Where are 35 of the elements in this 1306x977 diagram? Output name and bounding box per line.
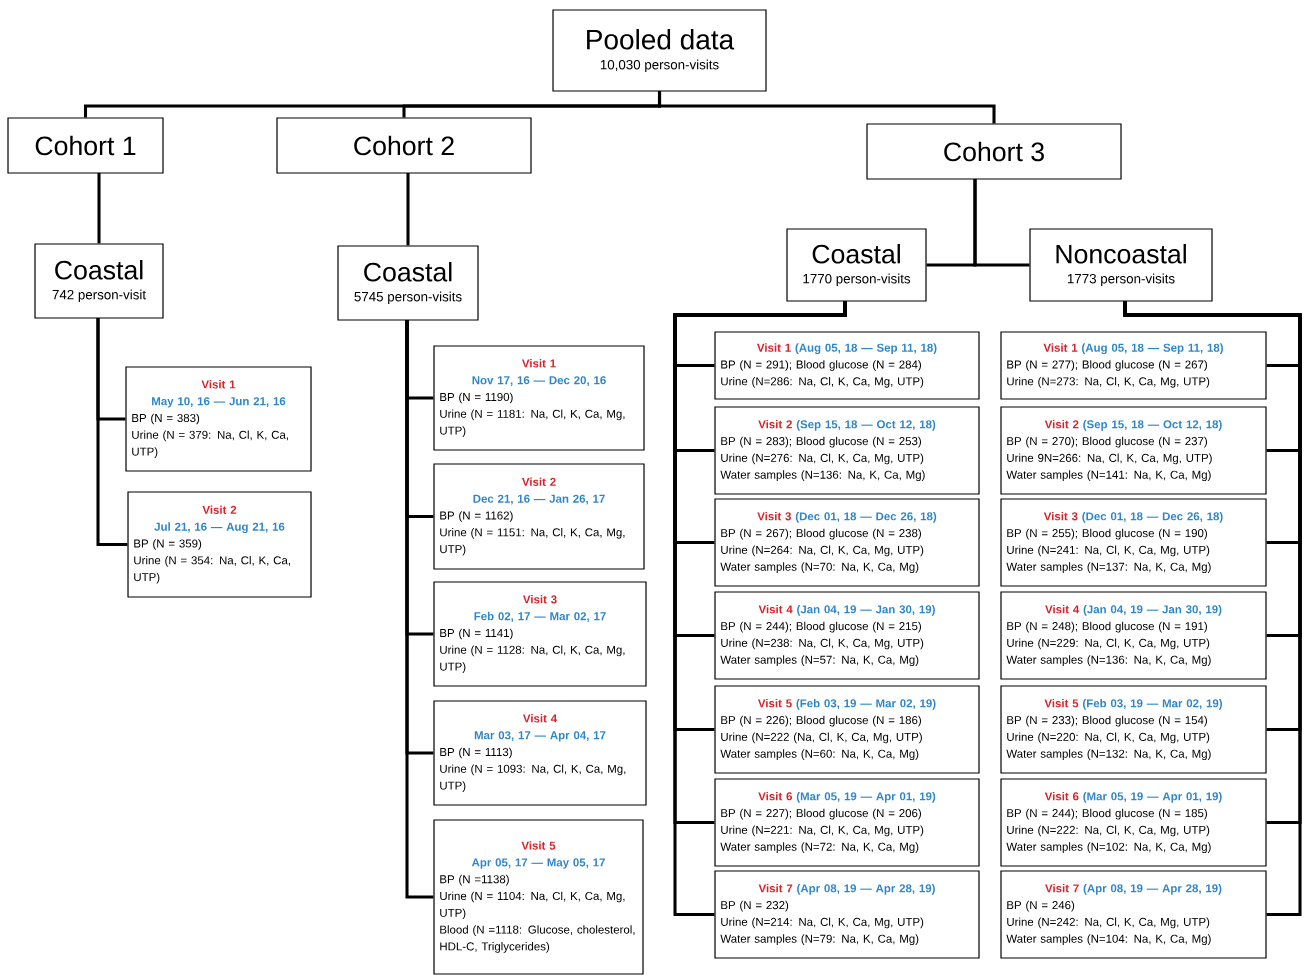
- connector-line: [406, 173, 410, 246]
- visit-box: Visit 3 (Dec 01, 18 — Dec 26, 18) BP (N = 255); Blood glucose (N = 190) Urine (N=241: Na, Cl, K, Ca, Mg, UTP) Water samples (N=137: Na, K, Ca, Mg): [1000, 498, 1267, 587]
- visit-box: Visit 4 Mar 03, 17 — Apr 04, 17 BP (N = 1113) Urine (N = 1093: Na, Cl, K, Ca, Mg, UTP): [433, 700, 647, 806]
- group-box: Cohort 1: [7, 117, 164, 174]
- visit-box: Visit 7 (Apr 08, 19 — Apr 28, 19) BP (N = 232) Urine (N=214: Na, Cl, K, Ca, Mg, UTP) Water samples (N=79: Na, K, Ca, Mg): [714, 870, 980, 959]
- visit-box: Visit 2 (Sep 15, 18 — Oct 12, 18) BP (N = 283); Blood glucose (N = 253) Urine (N=276: Na, Cl, K, Ca, Mg, UTP) Water samples (N=136: Na, K, Ca, Mg): [714, 406, 980, 495]
- visit-box: Visit 2 Dec 21, 16 — Jan 26, 17 BP (N = 1162) Urine (N = 1151: Na, Cl, K, Ca, Mg, UTP): [433, 463, 645, 570]
- visit-box: Visit 1 (Aug 05, 18 — Sep 11, 18) BP (N = 277); Blood glucose (N = 267) Urine (N=273: Na, Cl, K, Ca, Mg, UTP): [1000, 331, 1267, 400]
- group-box: Coastal 1770 person-visits: [786, 228, 927, 302]
- visit-box: Visit 4 (Jan 04, 19 — Jan 30, 19) BP (N = 248); Blood glucose (N = 191) Urine (N=229: Na, Cl, K, Ca, Mg, UTP) Water samples (N=136: Na, K, Ca, Mg): [1000, 591, 1267, 680]
- connector-line: [97, 173, 101, 244]
- visit-box: Visit 1 (Aug 05, 18 — Sep 11, 18) BP (N = 291); Blood glucose (N = 284) Urine (N=286: Na, Cl, K, Ca, Mg, UTP): [714, 331, 980, 400]
- connector-line: [405, 320, 434, 899]
- connector-line: [96, 318, 128, 547]
- group-box: Cohort 2: [276, 117, 532, 174]
- visit-box: Visit 5 (Feb 03, 19 — Mar 02, 19) BP (N = 226); Blood glucose (N = 186) Urine (N=222 (Na, Cl, K, Ca, Mg, UTP) Water samples (N=60: Na, K, Ca, Mg): [714, 685, 980, 774]
- visit-box: Visit 7 (Apr 08, 19 — Apr 28, 19) BP (N = 246) Urine (N=242: Na, Cl, K, Ca, Mg, UTP) Water samples (N=104: Na, K, Ca, Mg): [1000, 870, 1267, 959]
- group-box: Cohort 3: [866, 123, 1122, 180]
- visit-box: Visit 2 Jul 21, 16 — Aug 21, 16 BP (N = 359) Urine (N = 354: Na, Cl, K, Ca, UTP): [127, 491, 312, 598]
- group-box: Noncoastal 1773 person-visits: [1029, 228, 1213, 302]
- group-box: Coastal 5745 person-visits: [337, 245, 479, 321]
- connector-line: [657, 91, 996, 124]
- visit-box: Visit 6 (Mar 05, 19 — Apr 01, 19) BP (N = 227); Blood glucose (N = 206) Urine (N=221: Na, Cl, K, Ca, Mg, UTP) Water samples (N=72: Na, K, Ca, Mg): [714, 778, 980, 867]
- visit-box: Visit 4 (Jan 04, 19 — Jan 30, 19) BP (N = 244); Blood glucose (N = 215) Urine (N=238: Na, Cl, K, Ca, Mg, UTP) Water samples (N=57: Na, K, Ca, Mg): [714, 591, 980, 680]
- visit-box: Visit 6 (Mar 05, 19 — Apr 01, 19) BP (N = 244); Blood glucose (N = 185) Urine (N=222: Na, Cl, K, Ca, Mg, UTP) Water samples (N=102: Na, K, Ca, Mg): [1000, 778, 1267, 867]
- visit-box: Visit 5 (Feb 03, 19 — Mar 02, 19) BP (N = 233); Blood glucose (N = 154) Urine (N=220: Na, Cl, K, Ca, Mg, UTP) Water samples (N=132: Na, K, Ca, Mg): [1000, 685, 1267, 774]
- group-box: Coastal 742 person-visit: [34, 243, 164, 319]
- visit-box: Visit 3 Feb 02, 17 — Mar 02, 17 BP (N = 1141) Urine (N = 1128: Na, Cl, K, Ca, Mg, UTP): [433, 581, 647, 687]
- visit-box: Visit 5 Apr 05, 17 — May 05, 17 BP (N =1138) Urine (N = 1104: Na, Cl, K, Ca, Mg, UTP) Blood (N =1118: Glucose, cholesterol, HDL-C, Triglycerides): [433, 819, 644, 975]
- visit-box: Visit 1 Nov 17, 16 — Dec 20, 16 BP (N = 1190) Urine (N = 1181: Na, Cl, K, Ca, Mg, UTP): [433, 345, 645, 451]
- connector-line: [973, 179, 1030, 267]
- visit-box: Visit 2 (Sep 15, 18 — Oct 12, 18) BP (N = 270); Blood glucose (N = 237) Urine 9N=266: Na, Cl, K, Ca, Mg, UTP) Water samples (N=141: Na, K, Ca, Mg): [1000, 406, 1267, 495]
- group-box: Pooled data 10,030 person-visits: [552, 9, 767, 92]
- visit-box: Visit 1 May 10, 16 — Jun 21, 16 BP (N = 383) Urine (N = 379: Na, Cl, K, Ca, UTP): [125, 366, 312, 472]
- visit-box: Visit 3 (Dec 01, 18 — Dec 26, 18) BP (N = 267); Blood glucose (N = 238) Urine (N=264: Na, Cl, K, Ca, Mg, UTP) Water samples (N=70: Na, K, Ca, Mg): [714, 498, 980, 587]
